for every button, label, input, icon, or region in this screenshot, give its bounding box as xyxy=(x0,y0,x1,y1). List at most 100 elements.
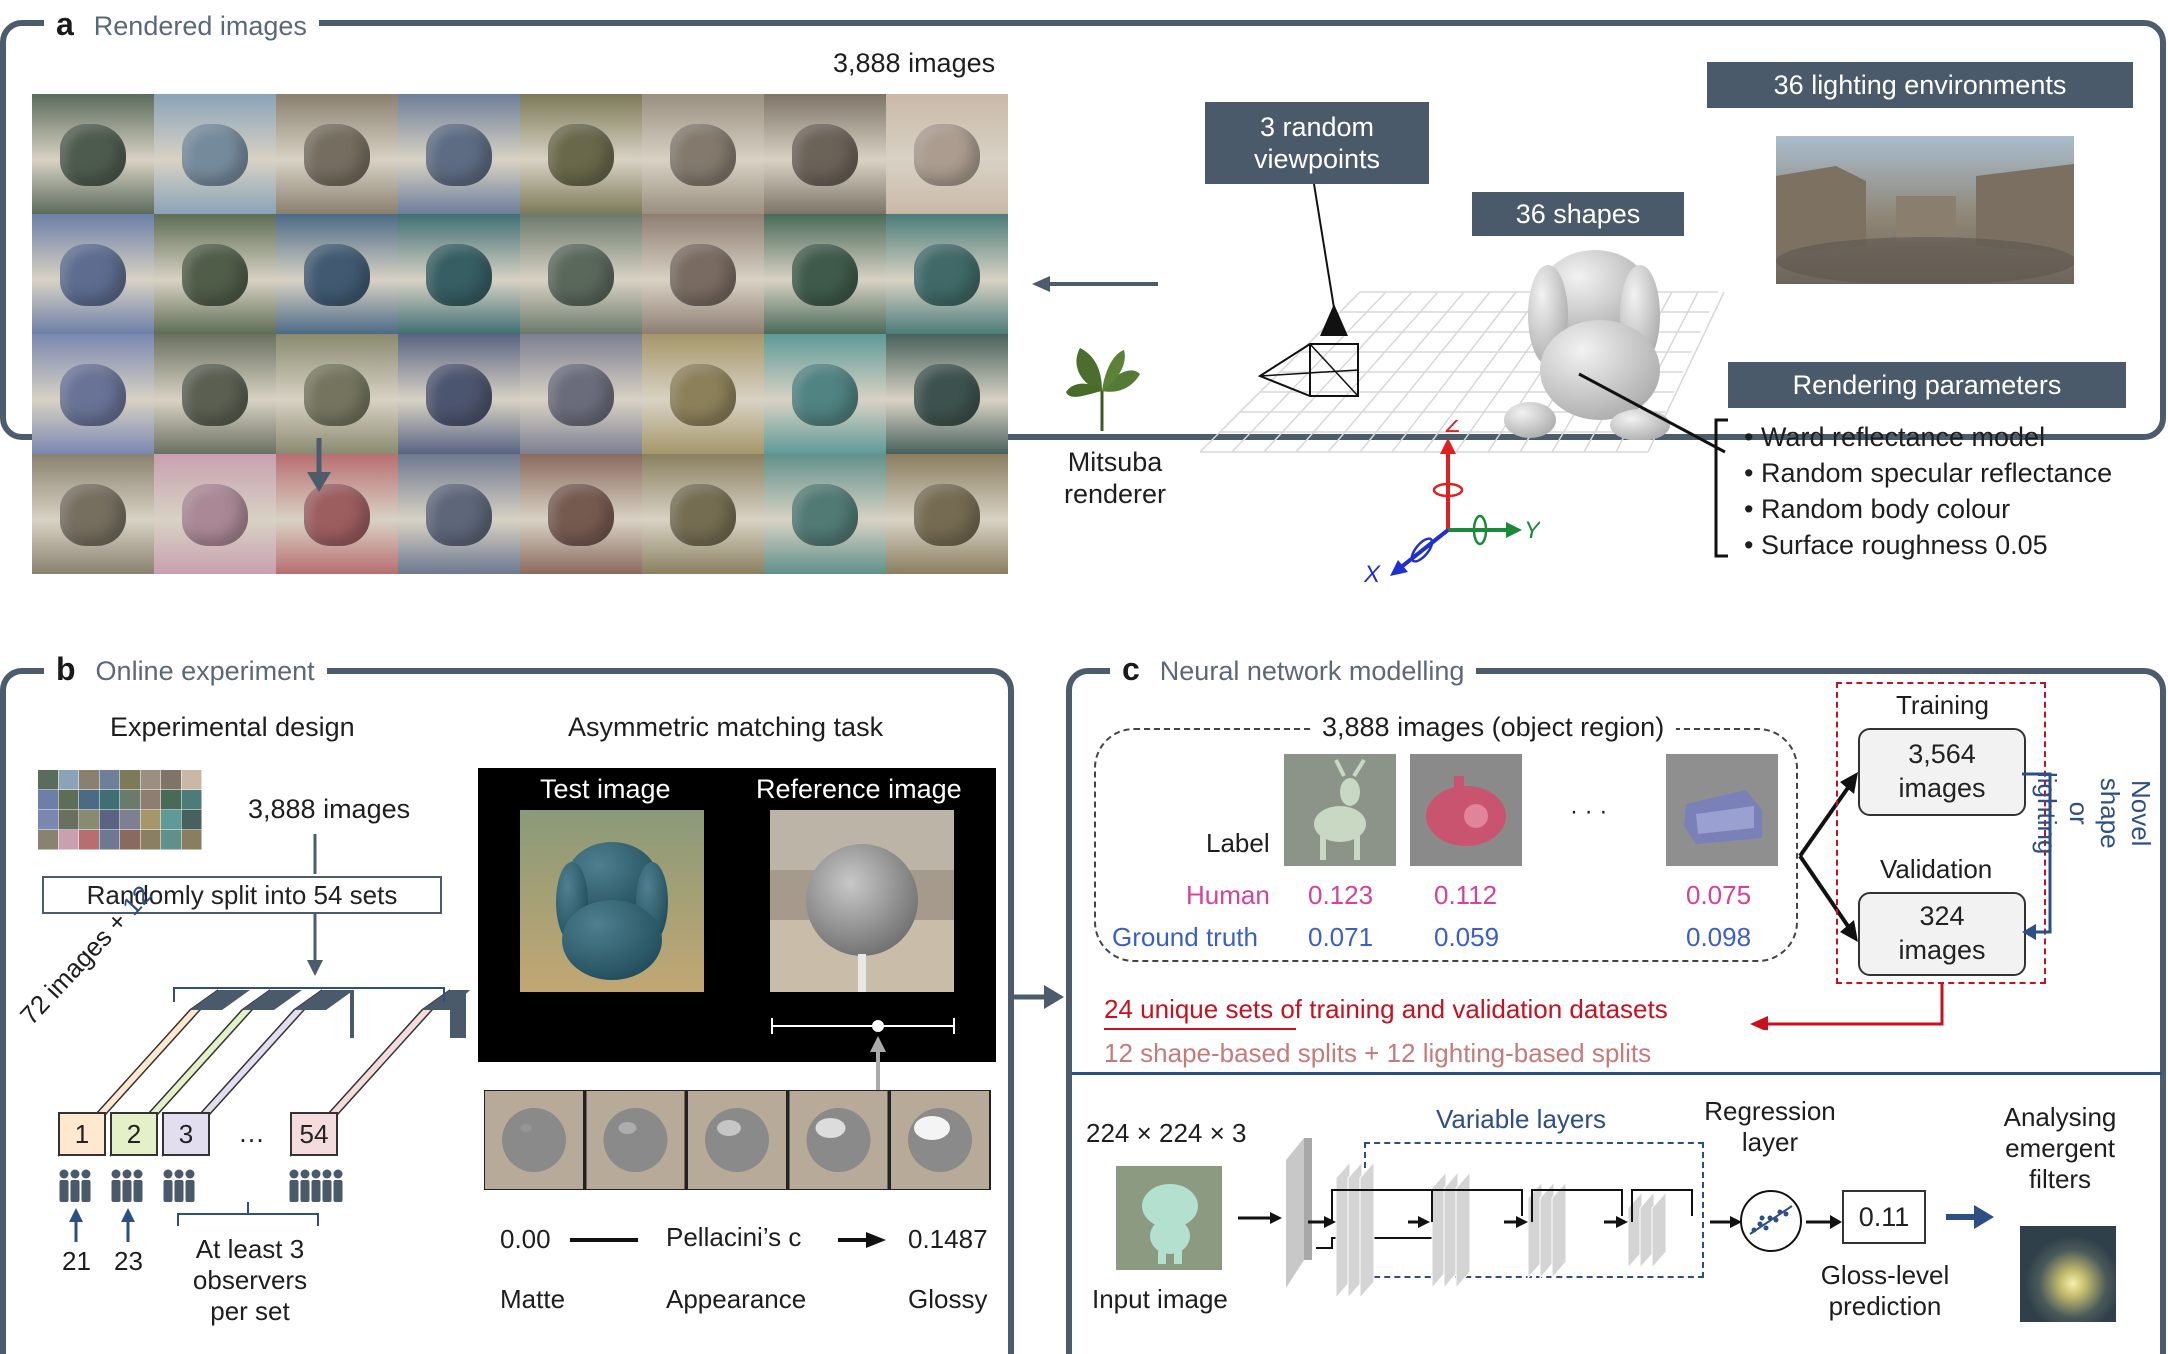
set-box-2: 2 xyxy=(110,1112,158,1156)
gloss-highlight xyxy=(520,1124,532,1132)
prediction-value-box: 0.11 xyxy=(1842,1190,1926,1244)
design-arrows xyxy=(307,834,323,976)
rendered-image-tile xyxy=(764,334,886,454)
input-label: Input image xyxy=(1092,1284,1228,1314)
rendered-image-tile xyxy=(764,94,886,214)
y-axis-label: Y xyxy=(1524,517,1540,544)
x-axis-label: X xyxy=(1363,561,1381,588)
rendering-param-item: • Random body colour xyxy=(1744,494,2011,524)
rendered-image-tile xyxy=(642,94,764,214)
rendered-object xyxy=(792,244,858,306)
rendered-object xyxy=(426,244,492,306)
sets-bracket xyxy=(173,987,445,1002)
mini-thumbnail xyxy=(140,810,161,830)
glossy-label: Glossy xyxy=(908,1284,988,1314)
novel-arrow xyxy=(2022,772,2052,940)
person-icon xyxy=(333,1169,343,1179)
matching-slider[interactable] xyxy=(768,1012,958,1072)
panel-b-letter: b xyxy=(56,651,76,687)
shapes-box: 36 shapes xyxy=(1472,192,1684,236)
mini-thumbnail xyxy=(120,810,140,830)
person-icon-body xyxy=(163,1180,173,1202)
scale-mid: Pellacini’s c xyxy=(666,1222,802,1252)
params-bracket xyxy=(1714,418,1728,558)
label-word: Label xyxy=(1206,828,1270,858)
shape-to-params-line xyxy=(1578,372,1726,454)
panel-b-frame xyxy=(0,668,1014,1354)
panel-a-frame xyxy=(0,20,2166,440)
panel-c-divider xyxy=(1072,1072,2162,1075)
rendered-image-tile xyxy=(276,214,398,334)
mini-thumbnail xyxy=(58,770,79,790)
rendered-object xyxy=(792,484,858,546)
rendered-object xyxy=(304,364,370,426)
gloss-sphere xyxy=(502,1108,566,1172)
mini-thumbnail xyxy=(120,770,140,790)
test-image-label: Test image xyxy=(540,774,671,804)
gt-value-2: 0.059 xyxy=(1434,922,1500,952)
human-value-1: 0.123 xyxy=(1308,880,1374,910)
axes-icon: Z Y X xyxy=(1363,420,1540,588)
training-box: 3,564 images xyxy=(1858,728,2026,816)
person-icon xyxy=(289,1169,299,1179)
person-icon xyxy=(70,1169,80,1179)
design-title: Experimental design xyxy=(110,712,355,742)
rendered-object xyxy=(60,364,126,426)
rendered-object xyxy=(914,244,980,306)
set-ellipsis: … xyxy=(238,1118,265,1148)
panel-c-label: c Neural network modelling xyxy=(1110,651,1477,688)
gloss-strip xyxy=(484,1090,991,1190)
person-icon-body xyxy=(333,1180,343,1202)
mini-thumbnail xyxy=(99,830,120,850)
person-icon-body xyxy=(174,1180,184,1202)
gloss-highlight xyxy=(717,1120,741,1136)
gloss-highlight xyxy=(815,1118,846,1138)
mini-thumbnail xyxy=(38,770,58,790)
unique-sets-underline xyxy=(1104,1028,1296,1030)
person-icon-body xyxy=(322,1180,332,1202)
person-icon xyxy=(300,1169,310,1179)
rendered-object xyxy=(426,364,492,426)
unique-sets-note: 24 unique sets of training and validatio… xyxy=(1104,994,1668,1024)
mini-thumbnail xyxy=(140,830,161,850)
mini-thumbnail xyxy=(99,790,120,810)
mini-thumbnail xyxy=(161,790,181,810)
mini-thumbnail xyxy=(38,810,58,830)
rendered-image-tile xyxy=(32,454,154,574)
gloss-highlight xyxy=(618,1122,637,1134)
input-image xyxy=(1116,1166,1222,1270)
person-icon-body xyxy=(133,1180,143,1202)
rendered-image-tile xyxy=(398,334,520,454)
rendered-object xyxy=(548,244,614,306)
rendered-object xyxy=(426,484,492,546)
rendered-object xyxy=(182,244,248,306)
rendered-object xyxy=(182,364,248,426)
gt-value-3: 0.098 xyxy=(1686,922,1752,952)
prediction-label: Gloss-level prediction xyxy=(1820,1260,1950,1322)
panel-b-title: Online experiment xyxy=(95,656,315,686)
person-icon-body xyxy=(111,1180,121,1202)
object-thumb-armchair xyxy=(1666,754,1778,866)
rendered-image-tile xyxy=(520,334,642,454)
panel-a-letter: a xyxy=(56,6,74,42)
rendered-object xyxy=(304,244,370,306)
mini-thumbnail xyxy=(161,770,181,790)
rendered-image-tile xyxy=(642,334,764,454)
person-icon-body xyxy=(70,1180,80,1202)
rendered-object xyxy=(670,484,736,546)
params-box: Rendering parameters xyxy=(1728,362,2126,408)
person-icon xyxy=(81,1169,91,1179)
person-icon xyxy=(185,1169,195,1179)
rendered-image-tile xyxy=(276,94,398,214)
test-image xyxy=(520,810,704,992)
grid-caption: 3,888 images xyxy=(833,48,996,78)
mini-thumbnail xyxy=(140,790,161,810)
object-thumb-submarine xyxy=(1410,754,1522,866)
cnn-layer-slab xyxy=(1455,1170,1471,1290)
mini-thumbnail xyxy=(161,810,181,830)
rendered-image-tile xyxy=(642,214,764,334)
mini-thumbnail xyxy=(120,830,140,850)
regression-icon xyxy=(1740,1190,1802,1252)
rendered-object xyxy=(914,484,980,546)
object-region-title: 3,888 images (object region) xyxy=(1310,712,1677,743)
